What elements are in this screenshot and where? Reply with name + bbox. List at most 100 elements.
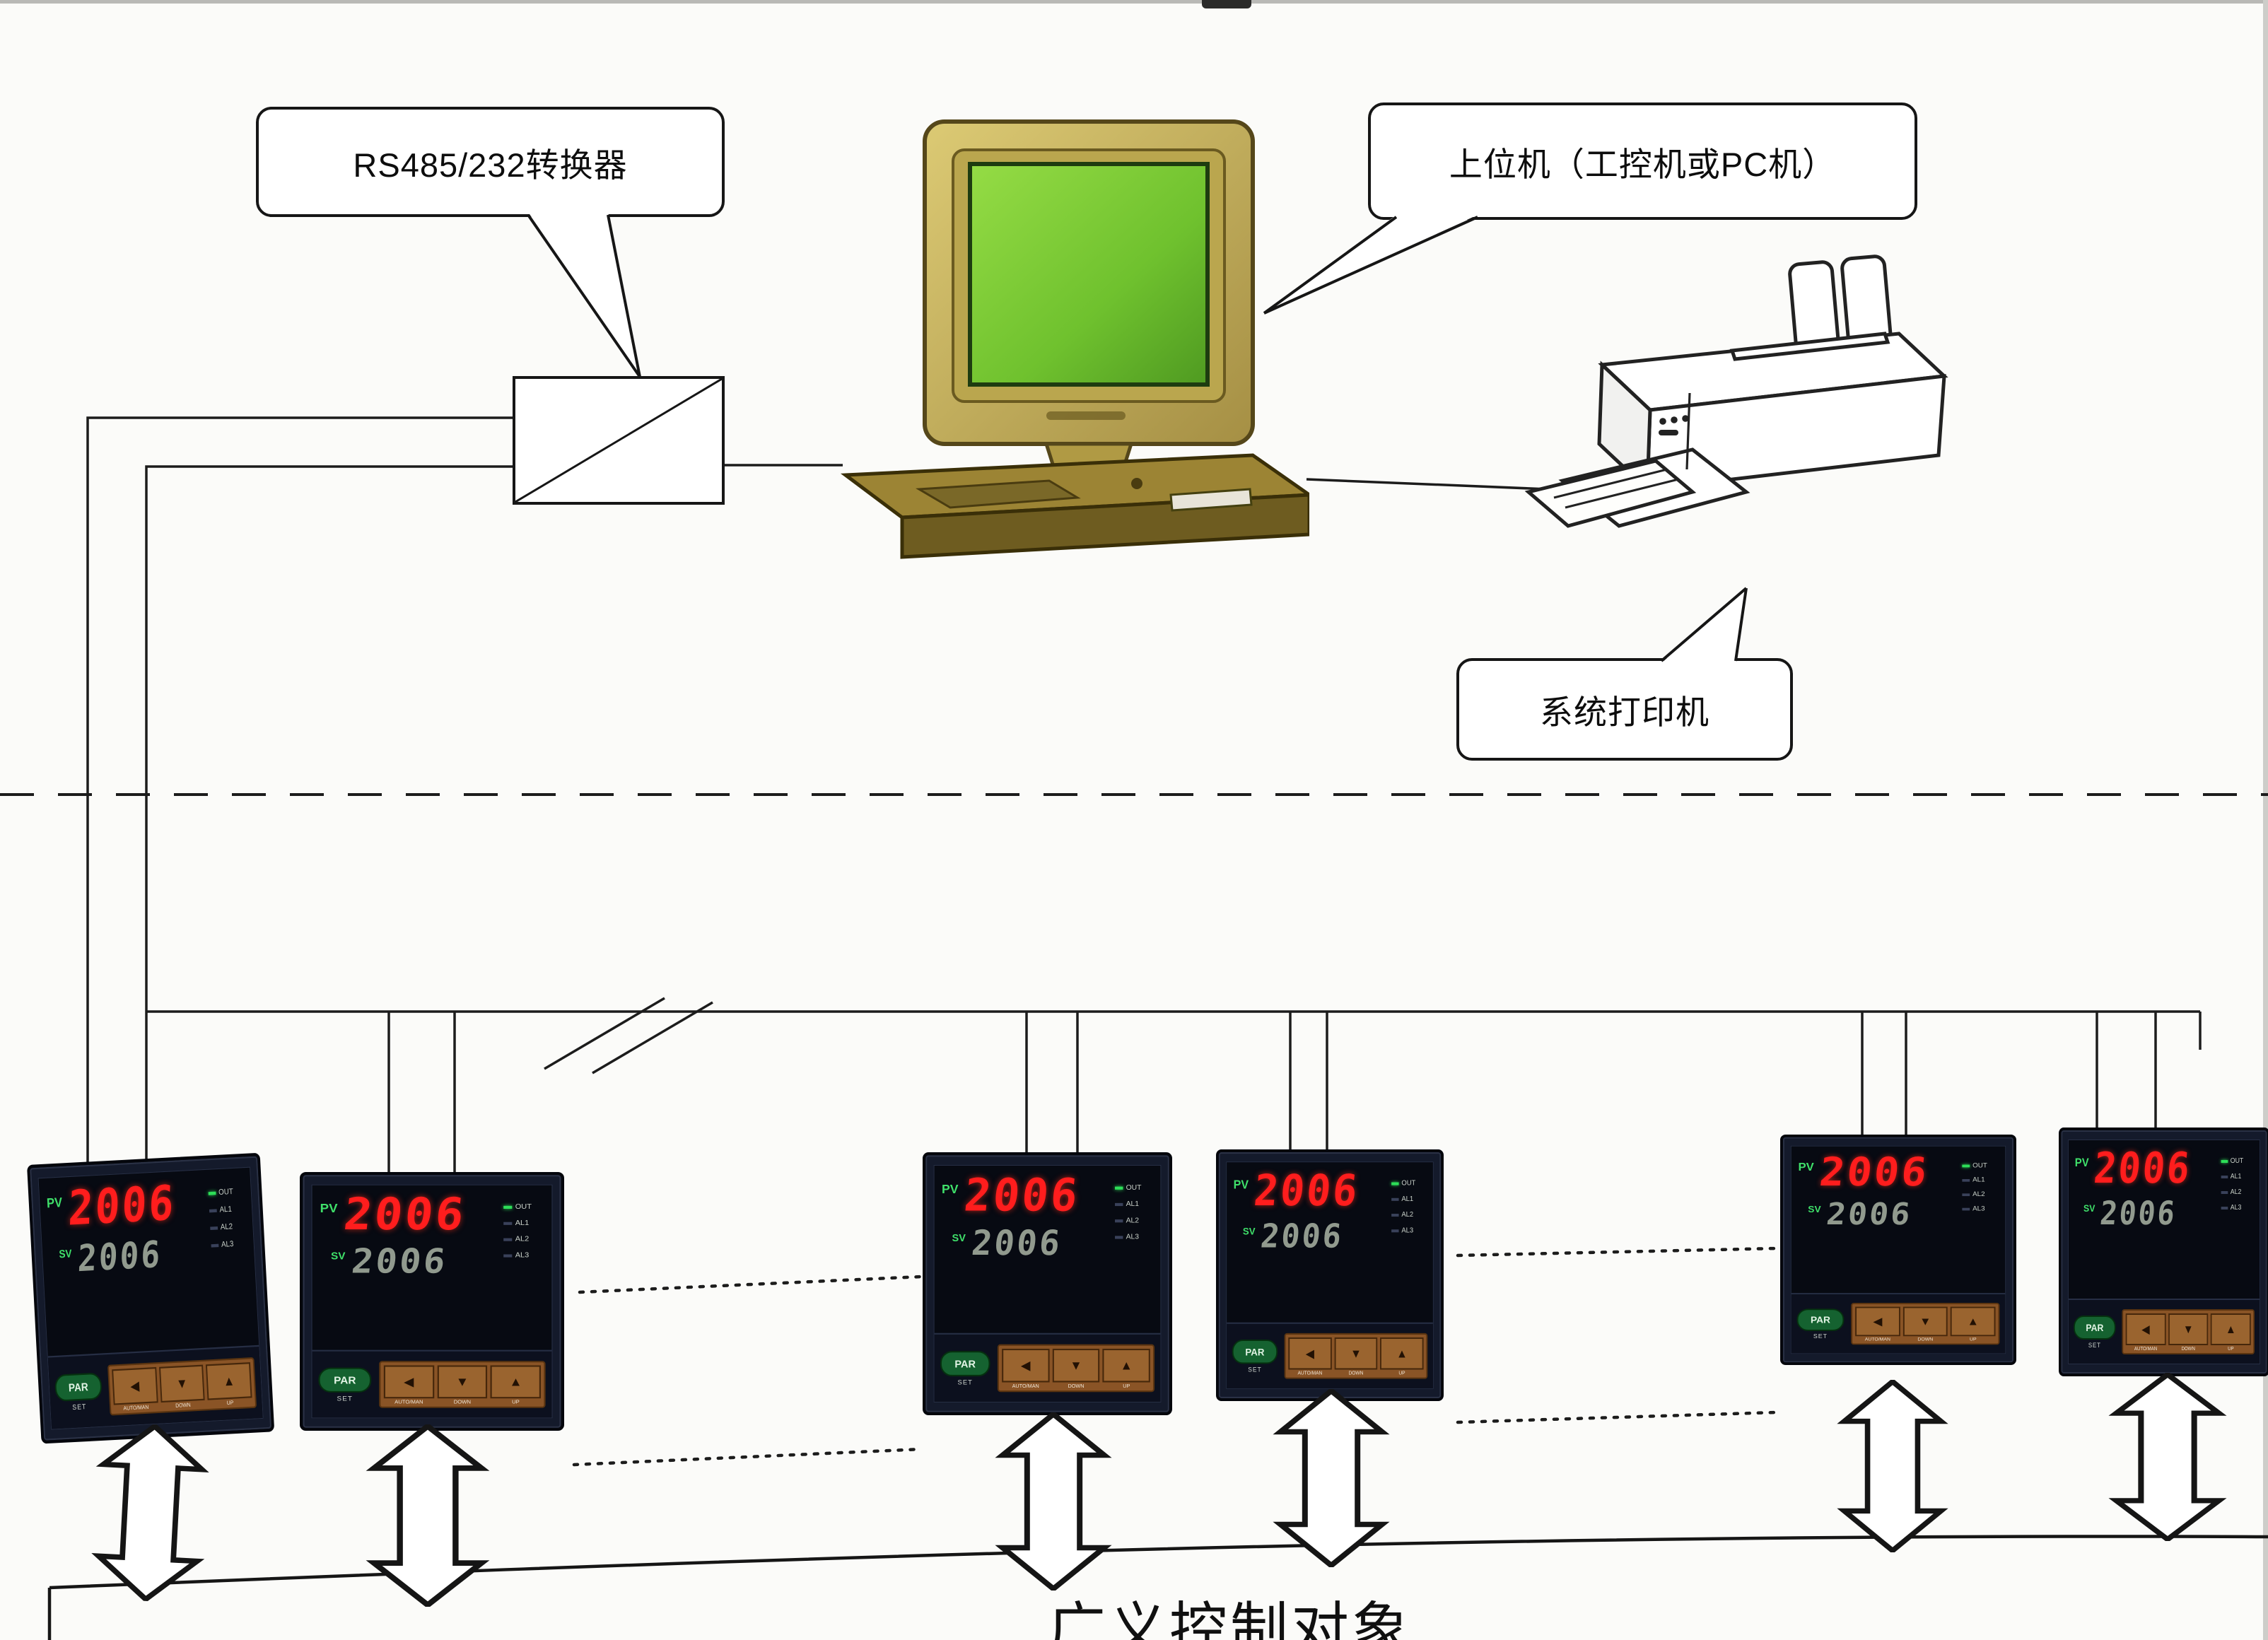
shift-key: ◀ bbox=[1002, 1348, 1050, 1383]
rs485-232-converter-box bbox=[513, 376, 725, 505]
bus-branch-left-2 bbox=[145, 465, 513, 1175]
temperature-controller-6: PV 2006 SV 2006 OUT AL1 AL2 AL3 bbox=[2059, 1128, 2268, 1376]
controller-display: PV 2006 SV 2006 OUT AL1 AL2 AL3 bbox=[1227, 1162, 1433, 1323]
controller-faceplate: PV 2006 SV 2006 OUT AL1 AL2 AL3 bbox=[2068, 1140, 2260, 1364]
down-key: ▼ bbox=[1334, 1337, 1378, 1370]
printer-callout-tail bbox=[1660, 587, 1748, 663]
up-key-label: UP bbox=[512, 1400, 520, 1405]
pv-value-display: 2006 bbox=[1817, 1149, 1931, 1196]
bus-drop-controller-5 bbox=[1861, 1012, 1907, 1137]
sv-label: SV bbox=[58, 1246, 73, 1260]
down-key-label: DOWN bbox=[2181, 1347, 2195, 1352]
controller-faceplate: PV 2006 SV 2006 OUT AL1 AL2 AL3 bbox=[311, 1184, 553, 1419]
data-exchange-arrow-3 bbox=[993, 1412, 1113, 1591]
indicator-al2: AL2 bbox=[210, 1222, 249, 1232]
rs485-bus-wiring bbox=[86, 416, 2202, 1175]
converter-diagonal bbox=[515, 379, 722, 502]
par-button: PAR bbox=[1796, 1308, 1845, 1331]
dotted-link-4-5 bbox=[1456, 1246, 1778, 1258]
sv-label: SV bbox=[952, 1231, 966, 1243]
scan-edge-right bbox=[2263, 0, 2268, 1640]
set-label: SET bbox=[337, 1394, 353, 1402]
controller-display: PV 2006 SV 2006 OUT AL1 AL2 AL3 bbox=[39, 1168, 259, 1357]
double-headed-arrow-icon bbox=[366, 1424, 490, 1607]
par-button: PAR bbox=[318, 1367, 372, 1393]
status-indicator-column: OUT AL1 AL2 AL3 bbox=[1962, 1153, 2001, 1290]
shift-key-label: AUTO/MAN bbox=[2134, 1347, 2158, 1352]
shift-key-label: AUTO/MAN bbox=[1297, 1371, 1323, 1376]
shift-key: ◀ bbox=[2125, 1313, 2166, 1345]
shift-key-label: AUTO/MAN bbox=[1012, 1383, 1039, 1390]
controller-key-row: PAR SET ◀ AUTO/MAN ▼ DOWN ▲ UP bbox=[312, 1349, 552, 1418]
data-exchange-arrow-2 bbox=[364, 1424, 491, 1607]
controller-key-row: PAR SET ◀ AUTO/MAN ▼ DOWN ▲ UP bbox=[934, 1332, 1161, 1402]
controller-faceplate: PV 2006 SV 2006 OUT AL1 AL2 AL3 bbox=[1226, 1161, 1434, 1389]
keypad: ◀ AUTO/MAN ▼ DOWN ▲ UP bbox=[1851, 1303, 2000, 1345]
controller-key-row: PAR SET ◀ AUTO/MAN ▼ DOWN ▲ UP bbox=[1227, 1322, 1433, 1388]
indicator-al3: AL3 bbox=[211, 1239, 250, 1250]
pv-value-display: 2006 bbox=[1251, 1166, 1362, 1217]
double-headed-arrow-icon bbox=[2108, 1373, 2227, 1541]
monitor-screen bbox=[968, 162, 1210, 387]
sv-label: SV bbox=[331, 1250, 346, 1262]
pv-label: PV bbox=[320, 1201, 338, 1216]
double-headed-arrow-icon bbox=[1273, 1389, 1390, 1567]
down-key-label: DOWN bbox=[453, 1400, 472, 1405]
up-key-label: UP bbox=[1398, 1371, 1405, 1376]
keypad: ◀ AUTO/MAN ▼ DOWN ▲ UP bbox=[107, 1357, 257, 1416]
data-exchange-arrow-5 bbox=[1835, 1380, 1950, 1552]
indicator-al3: AL3 bbox=[1962, 1205, 2001, 1212]
indicator-out: OUT bbox=[1962, 1162, 2001, 1169]
indicator-al3: AL3 bbox=[2221, 1204, 2256, 1212]
pv-label: PV bbox=[941, 1182, 959, 1197]
keypad: ◀ AUTO/MAN ▼ DOWN ▲ UP bbox=[1284, 1332, 1428, 1379]
par-button: PAR bbox=[940, 1350, 990, 1376]
temperature-controller-2: PV 2006 SV 2006 OUT AL1 AL2 AL3 bbox=[300, 1172, 564, 1431]
status-indicator-column: OUT AL1 AL2 AL3 bbox=[1391, 1169, 1429, 1319]
bus-drop-controller-2 bbox=[387, 1012, 456, 1175]
indicator-al3: AL3 bbox=[503, 1251, 547, 1260]
bus-break-slashes bbox=[544, 997, 713, 1074]
down-key: ▼ bbox=[158, 1364, 206, 1403]
printer-buttons bbox=[1659, 415, 1689, 435]
sv-value-display: 2006 bbox=[76, 1232, 163, 1280]
data-exchange-arrow-4 bbox=[1271, 1389, 1391, 1567]
up-key: ▲ bbox=[206, 1361, 252, 1400]
sv-value-display: 2006 bbox=[969, 1222, 1064, 1263]
pv-label: PV bbox=[46, 1195, 63, 1211]
down-key: ▼ bbox=[437, 1365, 488, 1399]
controller-faceplate: PV 2006 SV 2006 OUT AL1 AL2 AL3 bbox=[1790, 1145, 2006, 1354]
sv-label: SV bbox=[1808, 1204, 1821, 1214]
bus-drop-controller-4 bbox=[1289, 1012, 1328, 1152]
temperature-controller-5: PV 2006 SV 2006 OUT AL1 AL2 AL3 bbox=[1780, 1135, 2016, 1365]
sv-label: SV bbox=[2083, 1202, 2095, 1214]
pv-label: PV bbox=[1798, 1161, 1814, 1173]
set-label: SET bbox=[957, 1378, 973, 1386]
pv-label: PV bbox=[1233, 1178, 1249, 1192]
status-indicator-column: OUT AL1 AL2 AL3 bbox=[1115, 1173, 1156, 1330]
controller-display: PV 2006 SV 2006 OUT AL1 AL2 AL3 bbox=[312, 1185, 552, 1350]
callout-converter: RS485/232转换器 bbox=[256, 107, 725, 217]
indicator-al2: AL2 bbox=[1115, 1217, 1156, 1225]
dotted-link-arrows-4-5 bbox=[1456, 1410, 1778, 1424]
indicator-al1: AL1 bbox=[503, 1219, 547, 1227]
double-headed-arrow-icon bbox=[995, 1412, 1112, 1591]
indicator-out: OUT bbox=[503, 1203, 547, 1211]
temperature-controller-1: PV 2006 SV 2006 OUT AL1 AL2 AL3 bbox=[27, 1152, 275, 1444]
controller-key-row: PAR SET ◀ AUTO/MAN ▼ DOWN ▲ UP bbox=[2069, 1299, 2260, 1364]
sv-value-display: 2006 bbox=[1258, 1217, 1345, 1255]
monitor-brand-mark bbox=[1046, 411, 1126, 420]
set-label: SET bbox=[2088, 1341, 2101, 1349]
up-key-label: UP bbox=[1123, 1383, 1130, 1390]
up-key: ▲ bbox=[2211, 1313, 2251, 1345]
pv-value-display: 2006 bbox=[341, 1188, 469, 1241]
double-headed-arrow-icon bbox=[91, 1422, 209, 1603]
callout-host-computer: 上位机（工控机或PC机） bbox=[1368, 102, 1917, 220]
pv-value-display: 2006 bbox=[961, 1169, 1082, 1222]
indicator-al1: AL1 bbox=[1962, 1176, 2001, 1183]
keypad: ◀ AUTO/MAN ▼ DOWN ▲ UP bbox=[2122, 1309, 2255, 1354]
up-key-label: UP bbox=[226, 1400, 234, 1407]
paper-entry-slot bbox=[1729, 332, 1890, 361]
indicator-al2: AL2 bbox=[1962, 1191, 2001, 1198]
